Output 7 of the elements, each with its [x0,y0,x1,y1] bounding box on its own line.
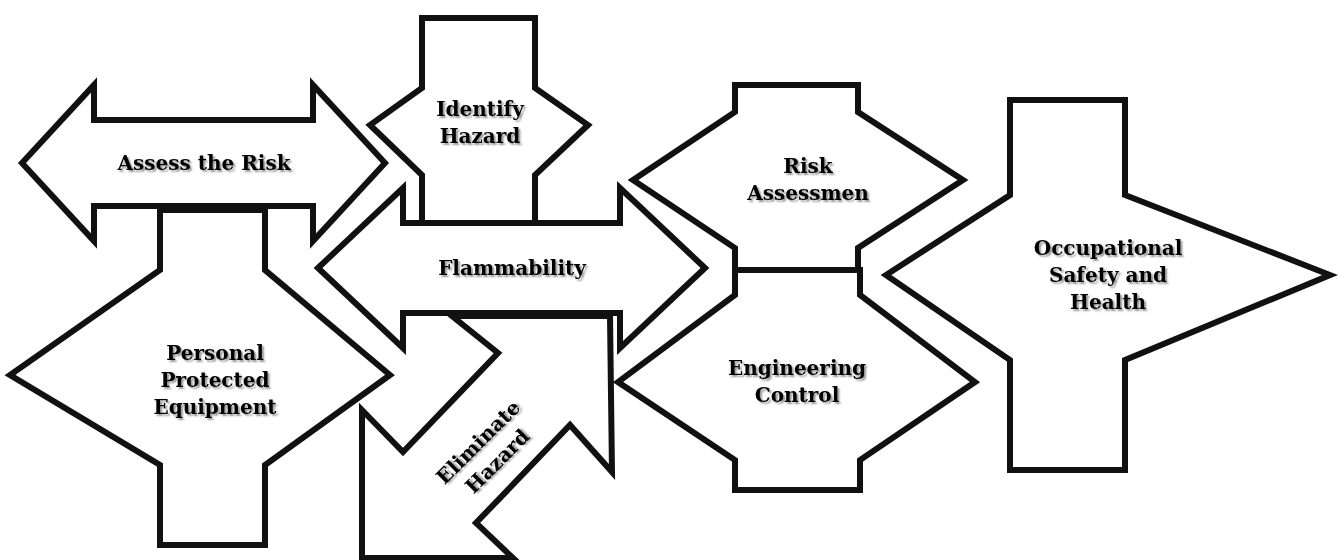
arrow-label: Flammability [437,254,588,282]
arrow-label: Engineering Control [727,355,867,409]
arrow-label: Risk Assessmen [746,153,870,207]
arrow-label: Personal Protected Equipment [152,339,278,421]
arrow-label: Identify Hazard [435,96,526,150]
arrow-label: Occupational Safety and Health [1032,234,1184,316]
arrow-label: Assess the Risk [116,149,292,177]
